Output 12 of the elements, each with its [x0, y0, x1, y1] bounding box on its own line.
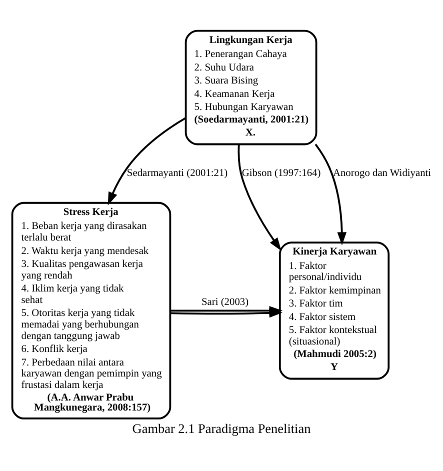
edge-label: Gibson (1997:164): [242, 168, 321, 180]
edge-label: Anorogo dan Widiyanti: [332, 168, 432, 180]
node-box: Stress Kerja 1. Beban kerja yang dirasakan terlalu berat 2. Waktu kerja yang mendesak 3. Kualitas pengawasan kerja yang rendah 4. Iklim kerja yang tidak sehat 5. Otoritas kerja yang tidak memadai yang berhubungan dengan tanggung jawab 6. Konflik kerja 7. Perbedaan nilai antara karyawan dengan pemimpin yang frustasi dalam kerja (A.A. Anwar Prabu Mangkunegara, 2008:157): [11, 202, 172, 420]
node-box: Lingkungan Kerja 1. Penerangan Cahaya 2. Suhu Udara 3. Suara Bising 4. Keamanan Kerja 5. Hubungan Karyawan (Soedarmayanti, 2001:21) X.: [184, 30, 318, 146]
arrow: [314, 144, 347, 246]
node-box: Kinerja Karyawan 1. Faktor personal/individu 2. Faktor kemimpinan 3. Faktor tim 4. Faktor sistem 5. Faktor kontekstual (situasional) (Mahmudi 2005:2) Y: [278, 242, 390, 380]
arrow: [108, 117, 186, 206]
arrow: [170, 306, 283, 316]
arrow: [238, 144, 282, 251]
caption: Gambar 2.1 Paradigma Penelitian: [132, 420, 311, 436]
edge-label: Sari (2003): [202, 296, 249, 308]
edge-label: Sedarmayanti (2001:21): [126, 168, 228, 180]
